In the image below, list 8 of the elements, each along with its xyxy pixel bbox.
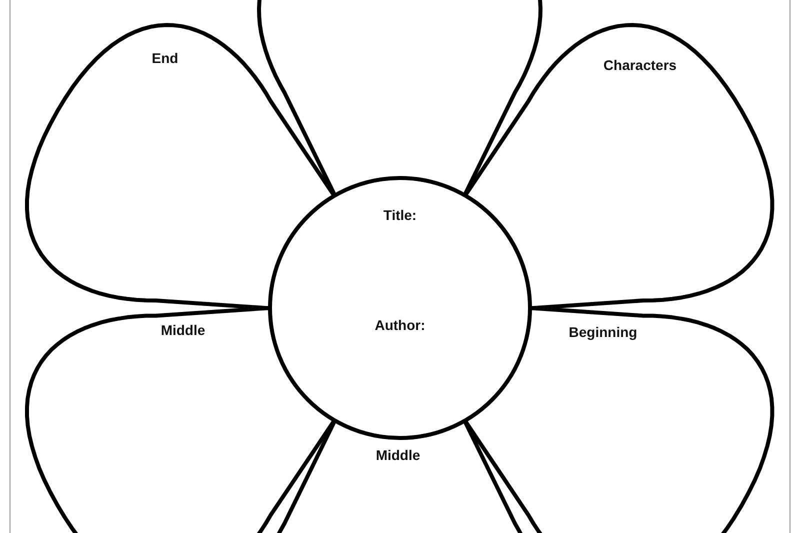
petal-label: Beginning (568, 324, 638, 340)
center-circle (268, 176, 532, 440)
author-prompt: Author: (374, 317, 426, 333)
petal-label: Middle (160, 322, 206, 338)
petal-label: Characters (603, 56, 677, 73)
title-prompt: Title: (383, 207, 417, 223)
petal-label: End (152, 50, 178, 66)
petal-label: Middle (376, 447, 420, 463)
